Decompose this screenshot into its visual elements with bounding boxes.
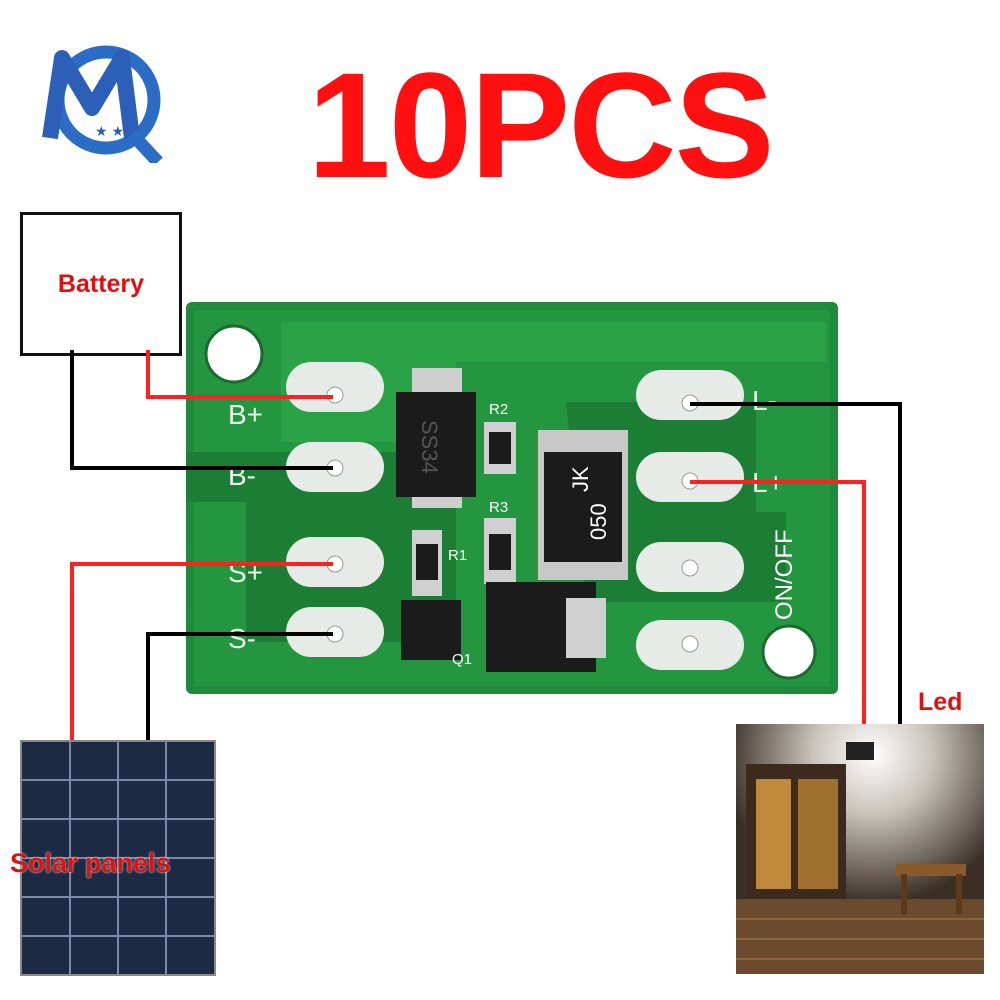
switch-label: ON/OFF: [771, 529, 798, 620]
led-lamp-photo: [736, 724, 984, 974]
ref-r1: R1: [448, 547, 467, 564]
pin-label-s-minus: S-: [228, 623, 256, 654]
ref-q1: Q1: [452, 651, 472, 668]
solar-panel-image: [20, 740, 216, 976]
solar-label: Solar panels: [10, 848, 171, 878]
inductor-marking-050: 050: [586, 503, 611, 540]
diode-marking: SS34: [417, 420, 442, 474]
pin-label-l-plus: L+: [752, 467, 784, 498]
ref-r3: R3: [489, 499, 508, 516]
svg-text:★ ★: ★ ★: [95, 123, 124, 139]
pin-label-s-plus: S+: [228, 557, 263, 588]
pin-label-b-plus: B+: [228, 399, 263, 430]
pin-label-b-minus: B-: [228, 460, 256, 491]
led-label: Led: [918, 688, 963, 716]
battery-box: Battery: [20, 212, 182, 356]
page-title: 10PCS: [307, 41, 774, 209]
pcb-board: B+ B- S+ S- L- L+ ON/OFF SS34 R2 R3 R1 J…: [186, 302, 838, 694]
inductor-marking-jk: JK: [568, 466, 593, 492]
brand-logo: ★ ★: [40, 38, 165, 167]
ref-r2: R2: [489, 401, 508, 418]
pin-label-l-minus: L-: [752, 385, 777, 416]
battery-label: Battery: [57, 270, 145, 298]
